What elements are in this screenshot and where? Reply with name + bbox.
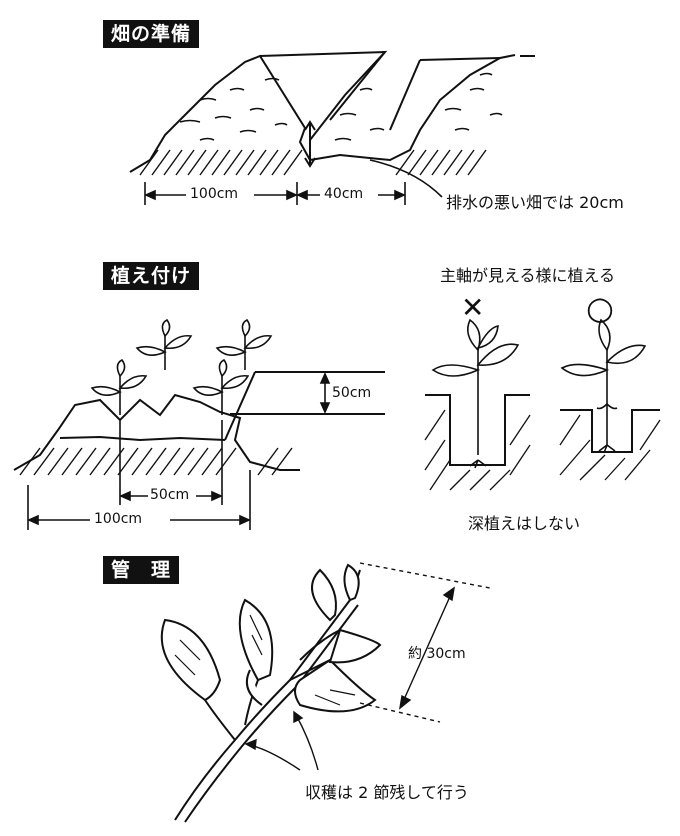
correct-mark-icon: ○ xyxy=(586,289,614,327)
planting-instruction: 主軸が見える様に植える xyxy=(440,266,616,285)
wrong-mark-icon: ✕ xyxy=(461,291,485,324)
section-title-planting: 植え付け xyxy=(103,262,200,290)
bed-width-label: 100cm xyxy=(94,511,143,527)
no-deep-planting-caption: 深植えはしない xyxy=(468,514,581,533)
shoot-length-label: 約 30cm xyxy=(408,646,466,662)
furrow-width-label: 40cm xyxy=(324,186,364,202)
section-title-prep: 畑の準備 xyxy=(103,20,200,48)
planting-diagram xyxy=(13,318,661,530)
drainage-note: 排水の悪い畑では 20cm xyxy=(446,193,624,212)
ridge-width-label: 100cm xyxy=(190,186,239,202)
field-prep-diagram xyxy=(129,50,535,205)
plant-height-label: 50cm xyxy=(332,385,372,401)
section-title-management: 管 理 xyxy=(103,556,180,584)
plant-spacing-label: 50cm xyxy=(150,487,190,503)
harvest-note: 収穫は 2 節残して行う xyxy=(305,783,469,802)
